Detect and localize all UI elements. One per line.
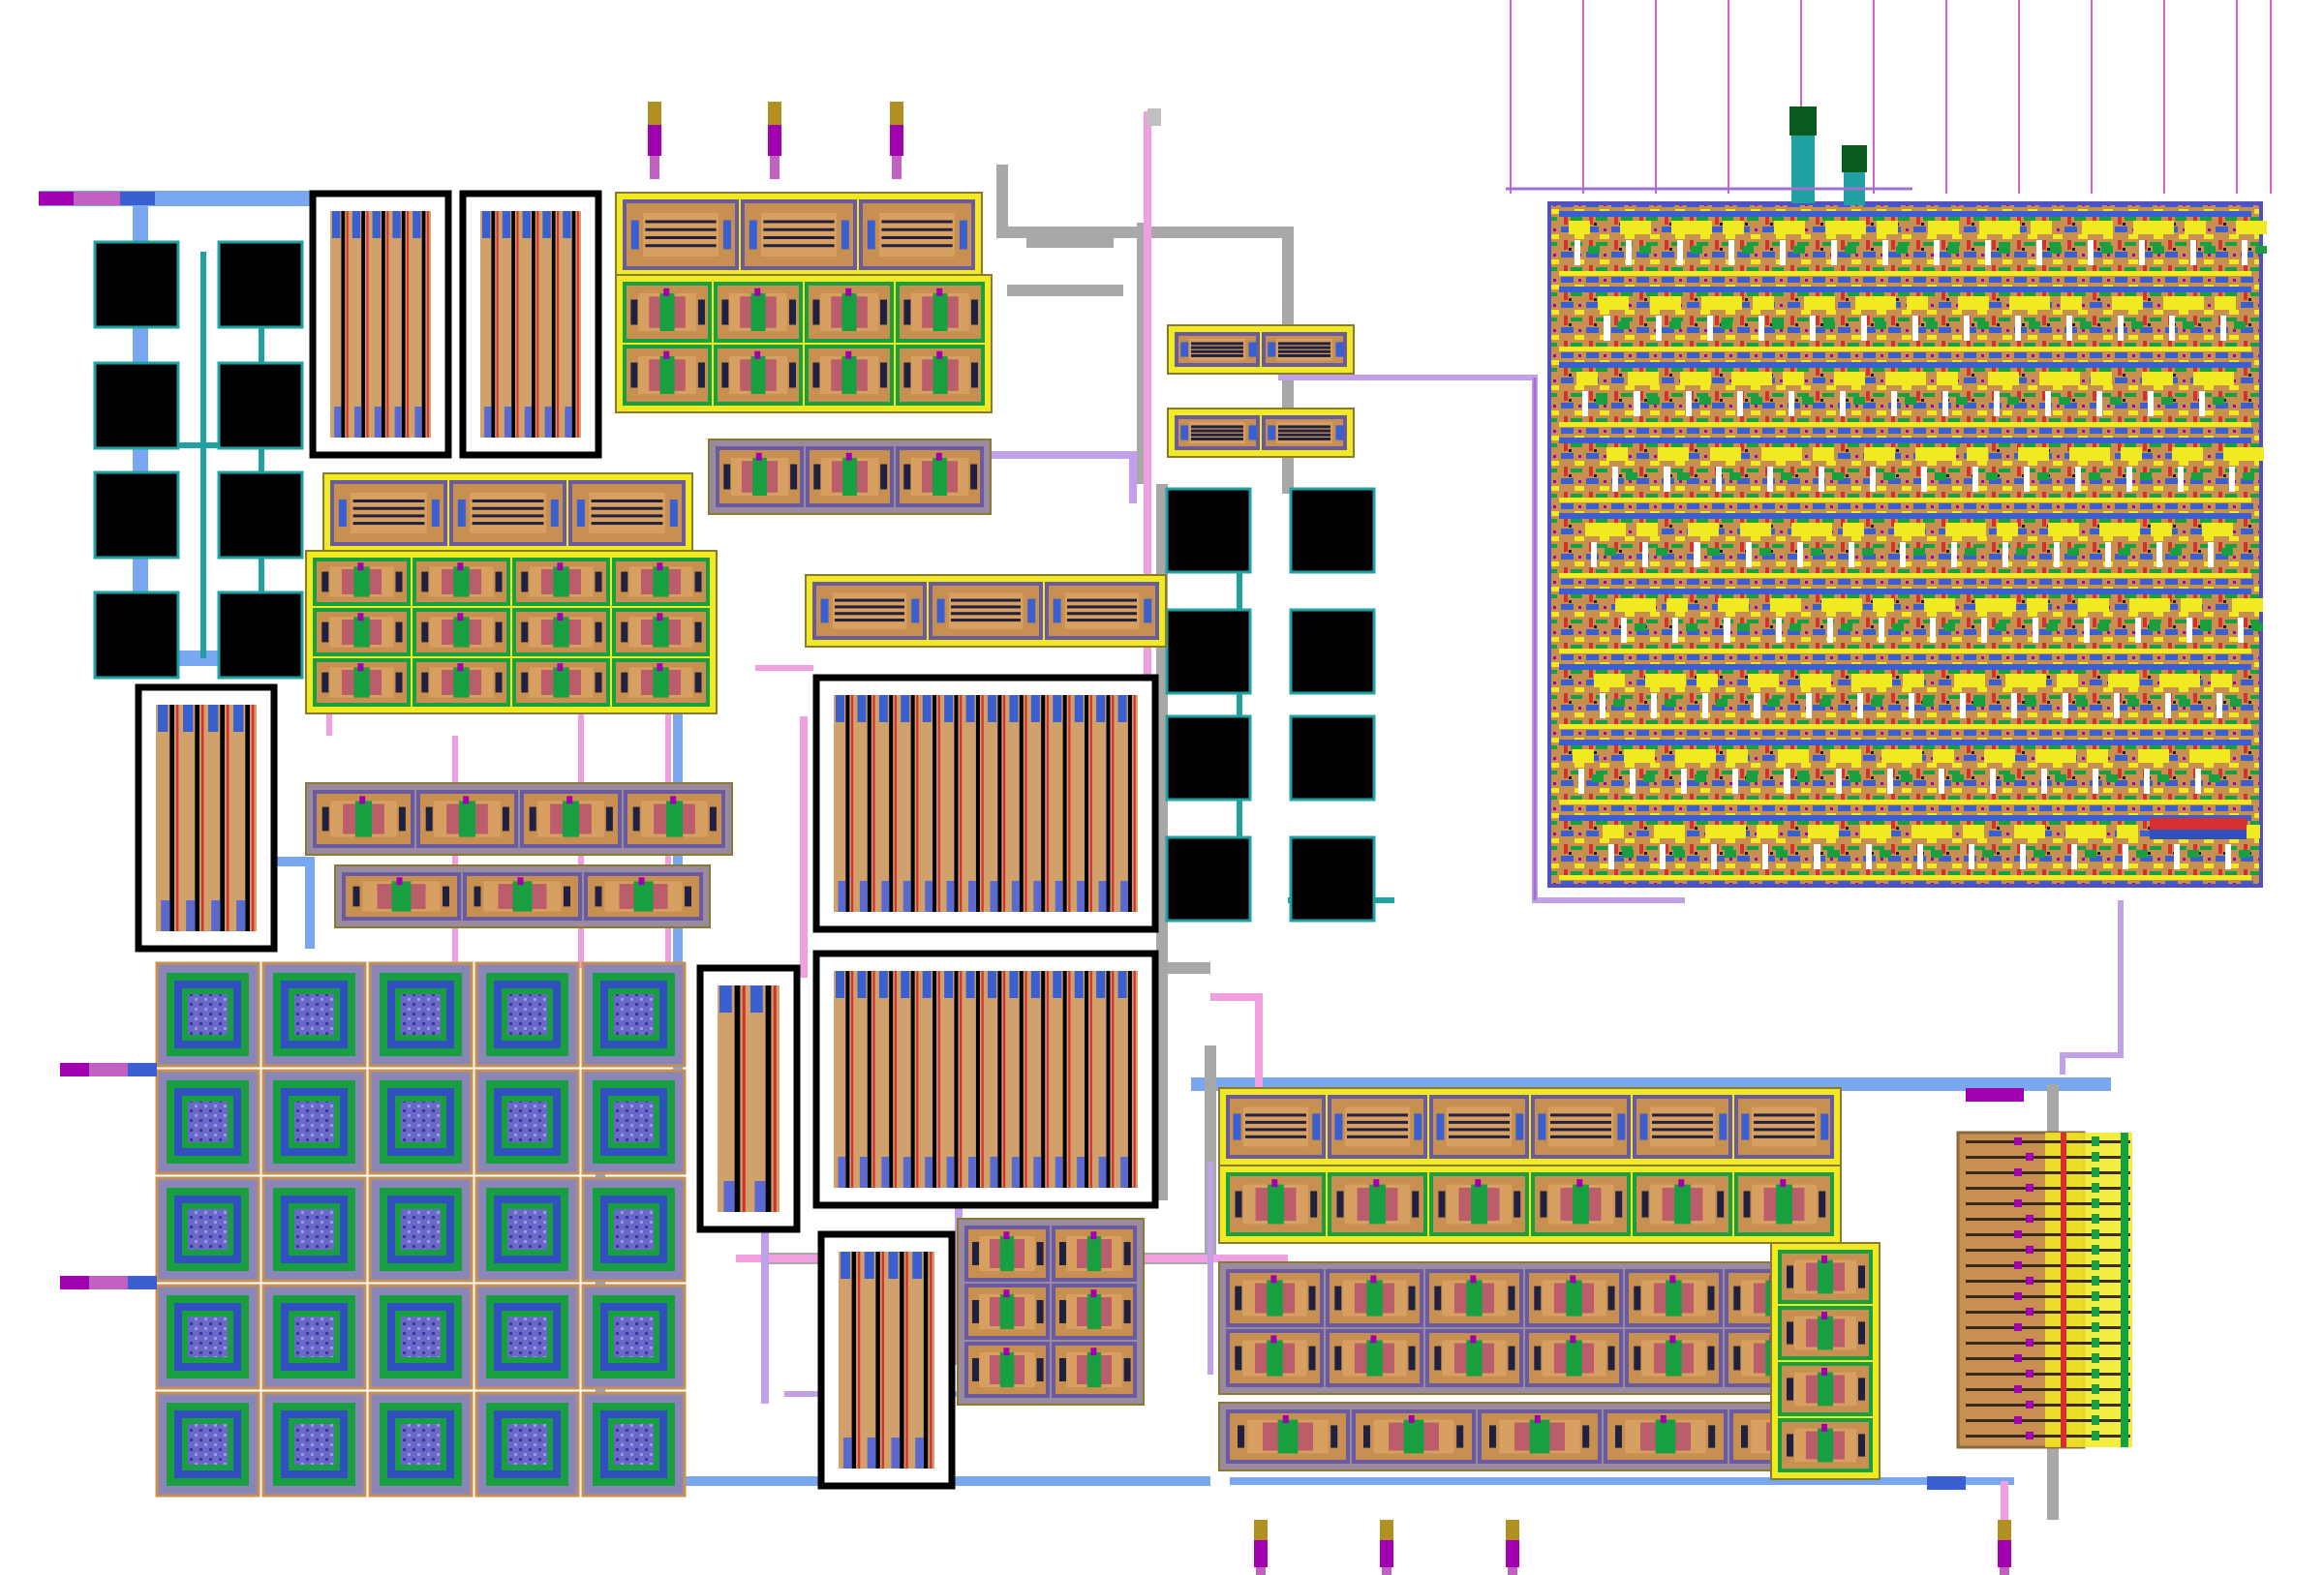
pad-array-mid[interactable]	[1165, 487, 1376, 923]
capacitor-cell[interactable]	[474, 1176, 580, 1283]
capacitor-cell[interactable]	[261, 1284, 367, 1390]
capacitor-array[interactable]	[155, 961, 687, 1498]
capacitor-cell[interactable]	[261, 1391, 367, 1498]
cell-row-f[interactable]	[305, 782, 733, 856]
capacitor-cell[interactable]	[261, 1069, 367, 1175]
transistor-box-1[interactable]	[309, 190, 452, 459]
analog-cell-rows[interactable]	[305, 192, 1881, 1480]
capacitor-cell[interactable]	[474, 1391, 580, 1498]
cell-row-n[interactable]	[1218, 1261, 1830, 1395]
capacitor-cell[interactable]	[581, 1176, 687, 1283]
cell-row-j[interactable]	[1167, 408, 1355, 458]
capacitor-cell[interactable]	[581, 1391, 687, 1498]
capacitor-cell[interactable]	[368, 1391, 474, 1498]
capacitor-cell[interactable]	[474, 1284, 580, 1390]
capacitor-cell[interactable]	[368, 1069, 474, 1175]
standard-cell-rows	[1559, 211, 2267, 880]
cell-row-l[interactable]	[1218, 1087, 1842, 1166]
cell-row-i[interactable]	[1167, 324, 1355, 375]
digital-block[interactable]	[1506, 106, 2267, 900]
capacitor-cell[interactable]	[155, 961, 260, 1068]
capacitor-cell[interactable]	[581, 1284, 687, 1390]
cell-row-k[interactable]	[957, 1218, 1145, 1406]
capacitor-cell[interactable]	[474, 1069, 580, 1175]
capacitor-cell[interactable]	[368, 961, 474, 1068]
capacitor-cell[interactable]	[261, 1176, 367, 1283]
capacitor-cell[interactable]	[368, 1176, 474, 1283]
resistor-ladder[interactable]	[1956, 1131, 2132, 1449]
cell-row-m[interactable]	[1218, 1165, 1842, 1244]
transistor-box-5[interactable]	[817, 1230, 956, 1490]
pad-array-left[interactable]	[93, 240, 304, 680]
cell-row-o[interactable]	[1218, 1402, 1861, 1471]
cell-row-p[interactable]	[1770, 1242, 1881, 1480]
capacitor-cell[interactable]	[155, 1284, 260, 1390]
capacitor-cell[interactable]	[368, 1284, 474, 1390]
cell-row-c[interactable]	[708, 439, 992, 515]
cell-row-e[interactable]	[305, 550, 718, 714]
cell-row-d[interactable]	[322, 472, 693, 554]
large-transistor-upper[interactable]	[812, 674, 1159, 933]
capacitor-cell[interactable]	[581, 961, 687, 1068]
capacitor-cell[interactable]	[474, 961, 580, 1068]
io-pins[interactable]	[39, 102, 2024, 1575]
capacitor-cell[interactable]	[155, 1176, 260, 1283]
cell-row-a[interactable]	[615, 192, 983, 278]
cell-row-h[interactable]	[805, 574, 1167, 648]
capacitor-cell[interactable]	[581, 1069, 687, 1175]
transistor-box-3[interactable]	[135, 683, 278, 953]
cell-row-b[interactable]	[615, 274, 993, 413]
boxed-transistor-group[interactable]	[135, 190, 1159, 1490]
transistor-box-2[interactable]	[459, 190, 602, 459]
capacitor-cell[interactable]	[155, 1391, 260, 1498]
capacitor-cell[interactable]	[155, 1069, 260, 1175]
capacitor-cell[interactable]	[261, 961, 367, 1068]
cell-row-g[interactable]	[334, 864, 711, 928]
transistor-box-4[interactable]	[696, 964, 801, 1233]
large-transistor-lower[interactable]	[812, 950, 1159, 1209]
